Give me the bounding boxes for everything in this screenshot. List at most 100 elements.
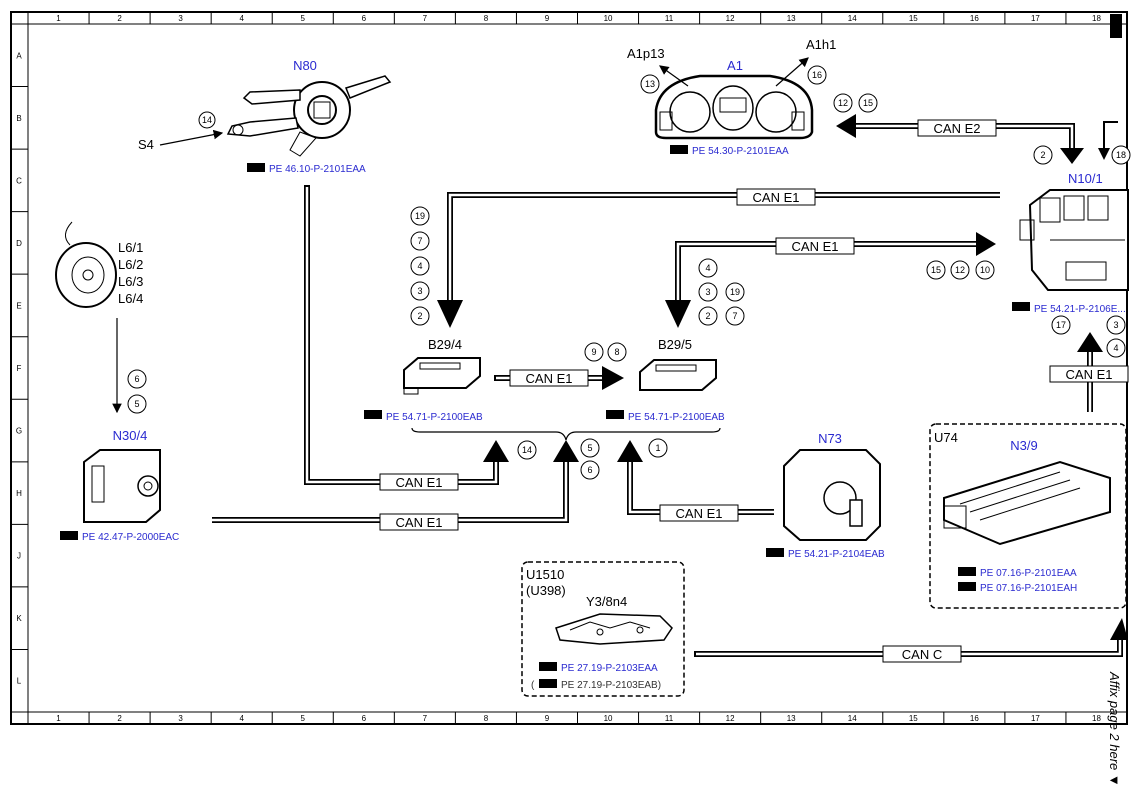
pin-circle: [950, 260, 970, 280]
grid-column-label: 9: [545, 14, 550, 23]
u1510-label: U1510: [526, 567, 564, 582]
reference-icon: [364, 410, 382, 419]
can-e2-bus: CAN E2: [836, 114, 1118, 164]
l6-4-label: L6/4: [118, 291, 143, 306]
affix-page-note: Affix page 2 here ▼: [1107, 671, 1122, 787]
n10-1-ref-text: PE 54.21-P-2106E...: [1034, 304, 1126, 315]
n3-9-ecu-drawing: [943, 460, 1111, 546]
n10-1-label: N10/1: [1068, 171, 1103, 186]
n3-9-ref-2[interactable]: PE 07.16-P-2101EAH: [958, 582, 1077, 594]
n10-1-ref[interactable]: PE 54.21-P-2106E...: [1012, 302, 1126, 315]
junction-brace: [411, 427, 721, 441]
grid-column-label: 1: [56, 14, 61, 23]
pin-circle: [127, 369, 147, 389]
pin-number: 15: [931, 265, 941, 275]
pin-circle: [198, 111, 216, 129]
s4-arrow: [159, 129, 224, 146]
pin-circle: [584, 342, 604, 362]
n30-4-ref[interactable]: PE 42.47-P-2000EAC: [60, 531, 179, 543]
pin-number: 5: [134, 399, 139, 409]
pin-number: 12: [955, 265, 965, 275]
reference-icon: [1012, 302, 1030, 311]
n10-1-module-drawing: [1019, 189, 1129, 291]
n80-ref[interactable]: PE 46.10-P-2101EAA: [247, 163, 366, 175]
pin-circle: [580, 460, 600, 480]
grid-column-label: 17: [1031, 14, 1040, 23]
u1510-ref-1[interactable]: PE 27.19-P-2103EAA: [539, 662, 658, 674]
can-e1-bus-n73: CAN E1: [617, 440, 774, 522]
l6-2-label: L6/2: [118, 257, 143, 272]
pin-number: 2: [705, 311, 710, 321]
u1510-ref-2[interactable]: ( PE 27.19-P-2103EAB): [531, 679, 661, 691]
y3-8n4-plate-drawing: [555, 613, 673, 645]
can-e1-label: CAN E1: [676, 506, 723, 521]
pin-number: 4: [1113, 343, 1118, 353]
can-e1-label: CAN E1: [792, 239, 839, 254]
pin-number: 12: [838, 98, 848, 108]
a1-ref[interactable]: PE 54.30-P-2101EAA: [670, 145, 789, 157]
reference-icon: [766, 548, 784, 557]
pin-circle: [1033, 145, 1053, 165]
pin-number: 4: [705, 263, 710, 273]
can-e1-label: CAN E1: [753, 190, 800, 205]
pin-number: 6: [587, 465, 592, 475]
can-c-bus: CAN C: [694, 618, 1128, 663]
pin-number: 15: [863, 98, 873, 108]
n30-4-unit-drawing: [83, 449, 161, 523]
pin-circle: [1106, 315, 1126, 335]
reference-icon: [606, 410, 624, 419]
n80-label: N80: [293, 58, 317, 73]
can-e1-label: CAN E1: [396, 475, 443, 490]
grid-row-label: H: [16, 489, 22, 498]
pin-circle: [926, 260, 946, 280]
u1510-ref2-paren: (: [531, 680, 535, 691]
b29-5-ref[interactable]: PE 54.71-P-2100EAB: [606, 410, 725, 423]
u74-boundary: [929, 423, 1127, 609]
b29-4-ref[interactable]: PE 54.71-P-2100EAB: [364, 410, 483, 423]
u74-label: U74: [934, 430, 958, 445]
can-e1-label: CAN E1: [1066, 367, 1113, 382]
pin-number: 10: [980, 265, 990, 275]
pin-circle: [858, 93, 878, 113]
grid-column-label: 10: [604, 714, 613, 723]
n3-9-ref-1[interactable]: PE 07.16-P-2101EAA: [958, 567, 1077, 579]
a1p13-label: A1p13: [627, 46, 665, 61]
can-e1-bus-n80: CAN E1: [304, 185, 509, 491]
n30-4-label: N30/4: [113, 428, 148, 443]
pin-circle: [648, 438, 668, 458]
b29-5-pin-stack: 4 3 2 19 7: [698, 258, 745, 326]
grid-column-label: 7: [423, 14, 428, 23]
reference-icon: [247, 163, 265, 172]
pin-circle: [1111, 145, 1131, 165]
pin-number: 2: [417, 311, 422, 321]
n30-4-ref-text: PE 42.47-P-2000EAC: [82, 532, 179, 543]
grid-column-label: 4: [239, 14, 244, 23]
grid-column-label: 9: [545, 714, 550, 723]
n73-ref[interactable]: PE 54.21-P-2104EAB: [766, 548, 885, 560]
can-e1-bus-n30-4: CAN E1: [212, 440, 579, 531]
grid-column-label: 5: [301, 714, 306, 723]
grid-ticks: 1122334455667788991010111112121313141415…: [11, 12, 1101, 724]
grid-column-label: 3: [178, 714, 183, 723]
pin-number: 19: [415, 211, 425, 221]
grid-column-label: 12: [726, 14, 735, 23]
b29-4-pin-stack: 19 7 4 3 2: [410, 206, 430, 326]
pin-circle: [975, 260, 995, 280]
y3-8n4-label: Y3/8n4: [586, 594, 627, 609]
grid-row-label: K: [16, 614, 22, 623]
u1510-ref-text: PE 27.19-P-2103EAB): [561, 680, 661, 691]
l6-sensor-drawing: [55, 221, 117, 308]
pin-circle: [127, 394, 147, 414]
a1h1-arrow: [775, 57, 809, 87]
grid-column-label: 6: [362, 714, 367, 723]
diagram-frame: [10, 11, 1128, 725]
grid-column-label: 15: [909, 14, 918, 23]
b29-4-sensor-drawing: [403, 357, 481, 395]
n3-9-ref-text: PE 07.16-P-2101EAA: [980, 568, 1077, 579]
l6-3-label: L6/3: [118, 274, 143, 289]
pin-circle: [580, 438, 600, 458]
b29-4-ref-text: PE 54.71-P-2100EAB: [386, 412, 483, 423]
pin-number: 14: [522, 445, 532, 455]
reference-icon: [539, 679, 557, 688]
pin-number: 3: [1113, 320, 1118, 330]
